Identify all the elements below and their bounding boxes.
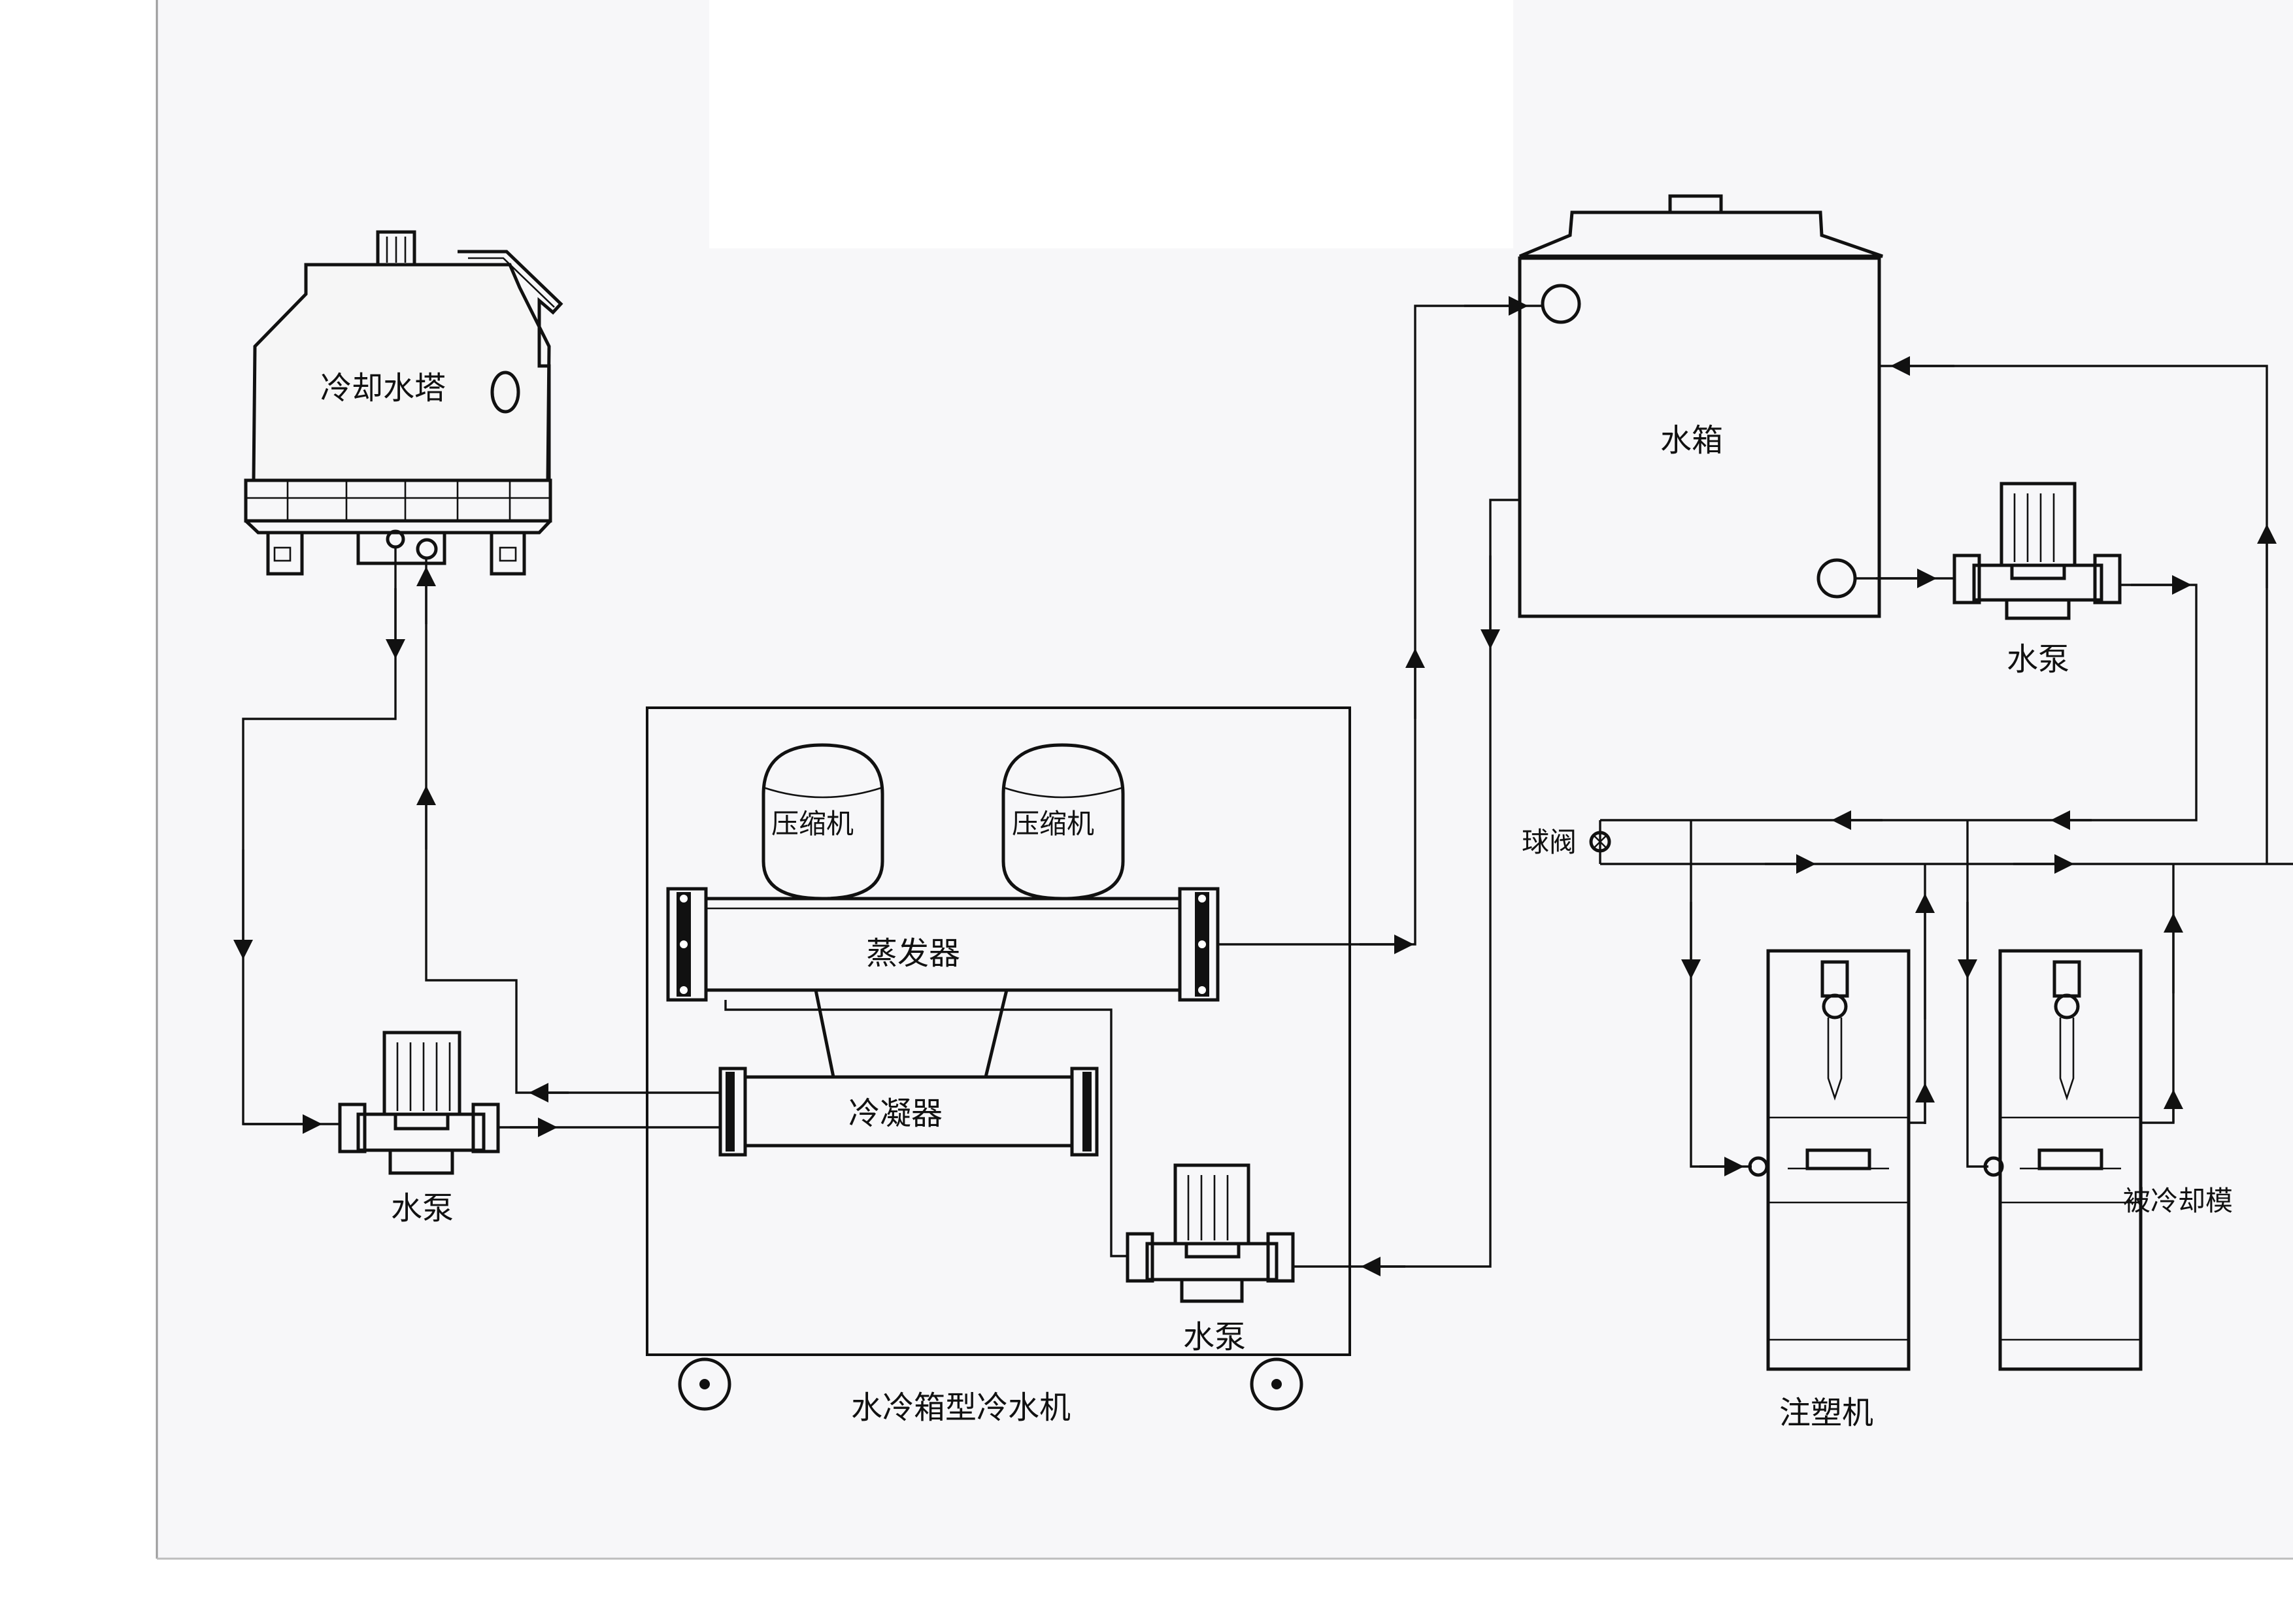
pump-left-label: 水泵 [391, 1190, 454, 1227]
pump-right-label: 水泵 [2007, 641, 2069, 678]
injection-machine-1 [1766, 949, 1911, 1371]
compressor-2-label: 压缩机 [1012, 808, 1094, 840]
condenser: 冷凝器 [718, 1067, 1099, 1157]
water-tank-label: 水箱 [1660, 422, 1723, 459]
chiller-cabinet: 水冷箱型冷水机 [646, 706, 1351, 1426]
pump-chiller-label: 水泵 [1183, 1319, 1246, 1355]
compressor-1-label: 压缩机 [771, 808, 854, 840]
compressor-1: 压缩机 [762, 743, 884, 901]
ball-valve: 球阀 [1522, 820, 1611, 864]
condenser-label: 冷凝器 [848, 1095, 943, 1132]
water-tank: 水箱 [1518, 194, 1883, 618]
chiller-label: 水冷箱型冷水机 [851, 1389, 1071, 1426]
pump-right: 水泵 [1952, 482, 2122, 678]
pipe-pump-to-evaporator [724, 1000, 1128, 1257]
evaporator-label: 蒸发器 [866, 935, 960, 972]
cooled-mold-label: 被冷却模 [2123, 1185, 2233, 1217]
compressor-2: 压缩机 [1001, 743, 1125, 901]
cooling-tower-label: 冷却水塔 [320, 370, 446, 406]
injection-machine-label: 注塑机 [1779, 1395, 1873, 1431]
cooling-tower: 冷却水塔 [244, 230, 563, 576]
ball-valve-label: 球阀 [1522, 826, 1577, 858]
pump-chiller: 水泵 [1126, 1163, 1295, 1355]
evaporator: 蒸发器 [666, 887, 1220, 1002]
